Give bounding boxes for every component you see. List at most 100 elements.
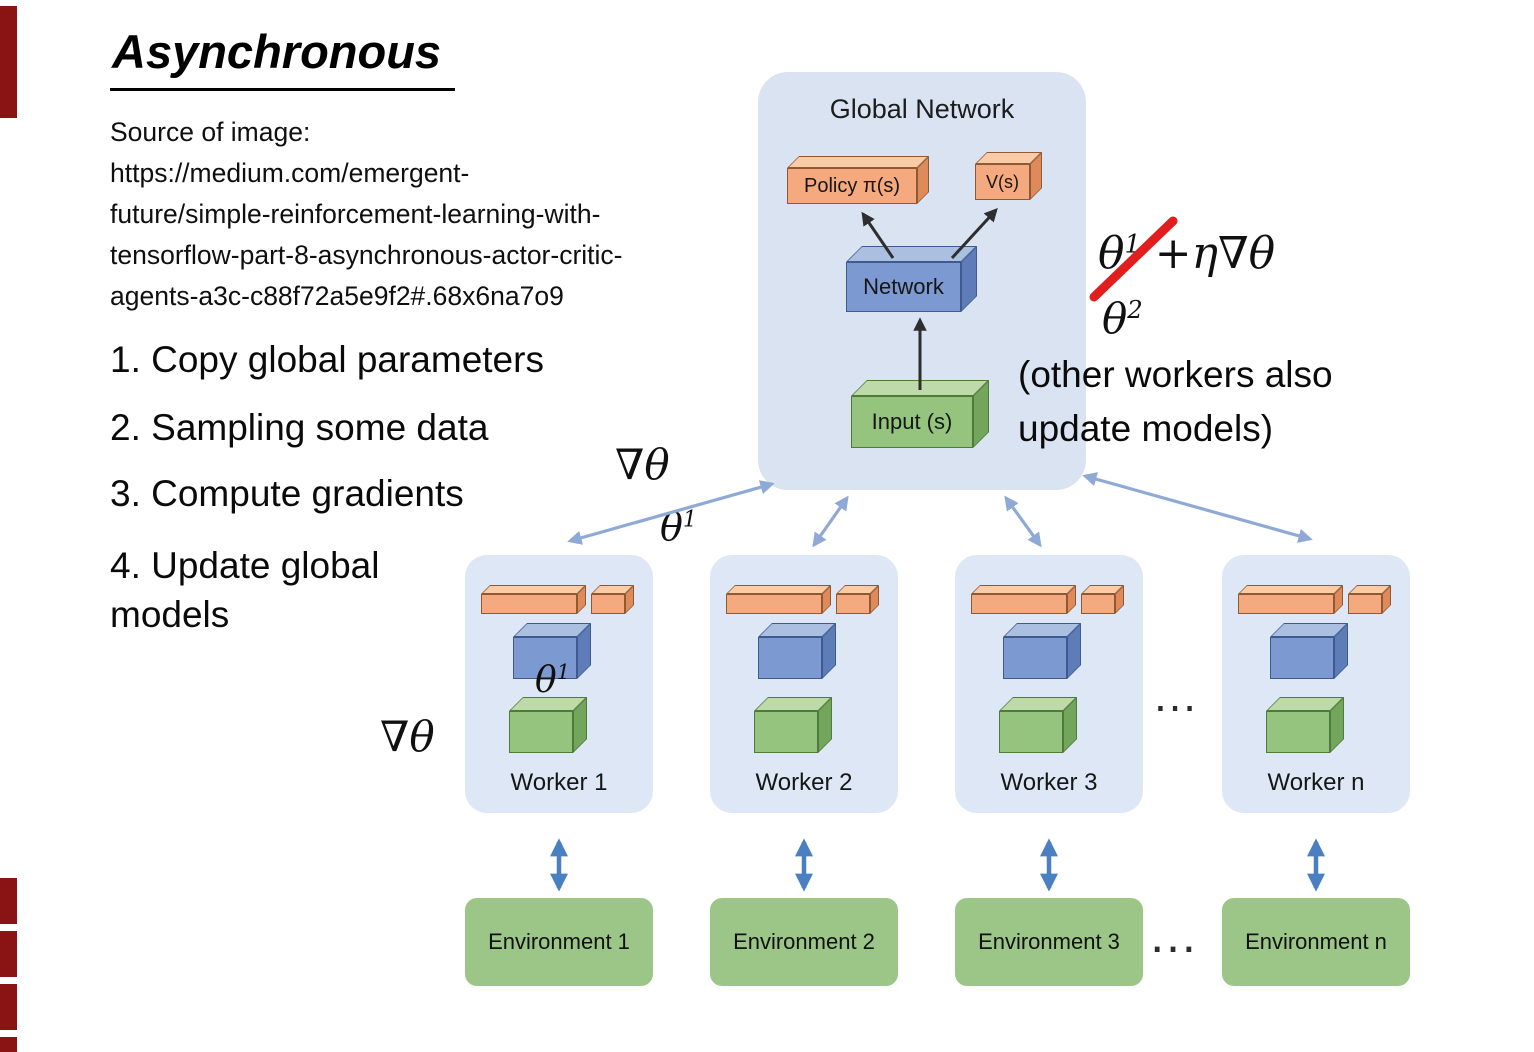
slide-edge-marker — [0, 6, 17, 118]
worker-value-box-3d — [1348, 585, 1391, 614]
box-face-top — [481, 585, 586, 594]
box-face-front — [1266, 711, 1330, 753]
box-face-front — [591, 594, 625, 614]
box-face-front: Network — [846, 262, 961, 312]
environment-label: Environment n — [1245, 929, 1387, 954]
worker-network-box-3d — [758, 623, 836, 679]
input-box-3d: Input (s) — [851, 380, 989, 448]
worker-input-box-3d — [754, 697, 832, 753]
theta-sup: 1 — [556, 660, 570, 684]
environment-label: Environment 1 — [488, 929, 630, 954]
environment-label: Environment 2 — [733, 929, 875, 954]
worker-policy-bar-3d — [481, 585, 586, 614]
worker-input-box-3d — [509, 697, 587, 753]
box-face-front — [836, 594, 870, 614]
network-label: Network — [863, 274, 944, 299]
theta-sup: 1 — [682, 507, 697, 533]
box-face-front: Input (s) — [851, 396, 973, 448]
box-face-front — [971, 594, 1067, 614]
box-face-top — [851, 380, 989, 396]
worker-card-3: Worker 3 — [955, 555, 1143, 813]
worker-card-2: Worker 2 — [710, 555, 898, 813]
arrow-global-worker-3 — [1004, 495, 1042, 548]
gradient-annotation-upper: ∇θ — [615, 440, 670, 489]
worker-network-box-3d — [1270, 623, 1348, 679]
image-source-text: Source of image:https://medium.com/emerg… — [110, 117, 623, 311]
input-label: Input (s) — [871, 409, 953, 434]
box-face-front — [754, 711, 818, 753]
slide-edge-marker — [0, 1037, 17, 1052]
worker-policy-bar-3d — [1238, 585, 1343, 614]
box-face-front: Policy π(s) — [787, 168, 917, 204]
box-face-top — [787, 156, 929, 168]
worker-policy-bar-3d — [971, 585, 1076, 614]
slide-title: Asynchronous — [110, 24, 456, 91]
box-face-front — [1003, 637, 1067, 679]
theta-copy-annotation-upper: θ1 — [660, 505, 697, 549]
slide-edge-marker — [0, 984, 17, 1030]
policy-box-3d: Policy π(s) — [787, 156, 929, 204]
value-label: V(s) — [986, 171, 1019, 192]
slide-edge-marker — [0, 878, 17, 924]
box-face-front — [1238, 594, 1334, 614]
environment-card-1: Environment 1 — [465, 898, 653, 986]
box-face-top — [971, 585, 1076, 594]
environment-ellipsis: … — [1148, 907, 1203, 963]
step-item-3: 3. Compute gradients — [110, 473, 464, 514]
step-item-1: 1. Copy global parameters — [110, 339, 544, 380]
worker-card-n: Worker n — [1222, 555, 1410, 813]
step-item-2: 2. Sampling some data — [110, 407, 489, 448]
box-face-top — [1238, 585, 1343, 594]
arrow-global-worker-n — [1082, 472, 1313, 543]
global-network-card: Global Network Policy π(s) V(s) Network — [758, 72, 1086, 490]
theta-base: θ — [660, 505, 683, 549]
formula-rest: +η∇θ — [1140, 228, 1276, 279]
worker-label: Worker n — [1267, 769, 1365, 796]
worker-policy-bar-3d — [726, 585, 831, 614]
theta-sup: 2 — [1127, 295, 1143, 324]
worker-card-1: Worker 1 — [465, 555, 653, 813]
global-network-title: Global Network — [829, 94, 1015, 124]
policy-label: Policy π(s) — [803, 174, 901, 197]
box-face-front — [726, 594, 822, 614]
box-face-top — [726, 585, 831, 594]
arrow-global-worker-2 — [812, 495, 849, 548]
worker-value-box-3d — [1081, 585, 1124, 614]
box-face-front — [1081, 594, 1115, 614]
value-box-3d: V(s) — [975, 152, 1042, 200]
worker-label: Worker 2 — [755, 769, 853, 796]
box-face-front — [1270, 637, 1334, 679]
theta-copy-annotation-worker: θ1 — [535, 660, 570, 701]
worker-network-box-3d — [513, 623, 591, 679]
environment-card-n: Environment n — [1222, 898, 1410, 986]
network-box-3d: Network — [846, 246, 977, 312]
gradient-annotation-lower: ∇θ — [380, 712, 435, 761]
theta-sup: 1 — [1124, 229, 1141, 260]
worker-network-box-3d — [1003, 623, 1081, 679]
box-face-front — [513, 637, 577, 679]
worker-label: Worker 1 — [510, 769, 608, 796]
theta-base: θ — [1098, 228, 1125, 279]
environment-label: Environment 3 — [978, 929, 1120, 954]
update-formula: θ1 +η∇θ — [1098, 228, 1275, 279]
box-face-front — [481, 594, 577, 614]
worker-input-box-3d — [999, 697, 1077, 753]
worker-label: Worker 3 — [1000, 769, 1098, 796]
environment-card-3: Environment 3 — [955, 898, 1143, 986]
box-face-front: V(s) — [975, 164, 1030, 200]
worker-ellipsis: … — [1152, 669, 1203, 721]
worker-value-box-3d — [591, 585, 634, 614]
box-face-front — [999, 711, 1063, 753]
theta-base: θ — [1102, 294, 1128, 343]
theta-base: θ — [535, 660, 557, 701]
environment-card-2: Environment 2 — [710, 898, 898, 986]
worker-value-box-3d — [836, 585, 879, 614]
box-face-front — [1348, 594, 1382, 614]
box-face-top — [846, 246, 977, 262]
box-face-front — [509, 711, 573, 753]
box-face-front — [758, 637, 822, 679]
worker-input-box-3d — [1266, 697, 1344, 753]
